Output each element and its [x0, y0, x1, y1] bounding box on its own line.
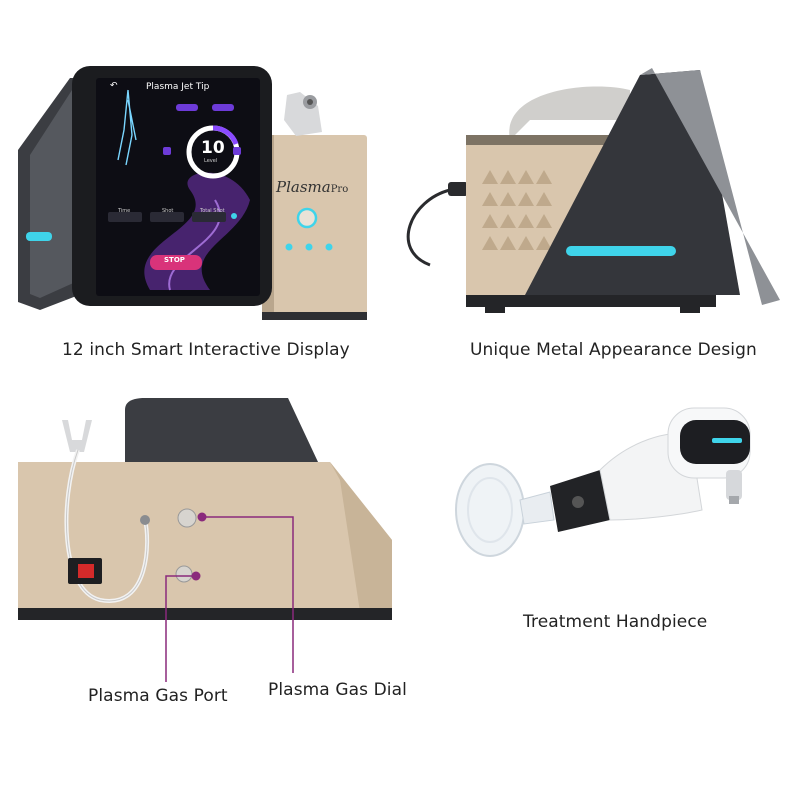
- level-label: Level: [204, 158, 218, 164]
- back-arrow-icon[interactable]: ↶: [110, 81, 118, 91]
- stat-time-label: Time: [118, 208, 131, 214]
- touchscreen: [96, 78, 260, 296]
- stat-total-label: Total Shot: [200, 208, 225, 214]
- gold-body: [262, 135, 367, 320]
- brand-suffix: Pro: [330, 184, 349, 195]
- handpiece-image: [455, 407, 751, 557]
- caption-display: 12 inch Smart Interactive Display: [62, 340, 350, 360]
- device-front-view: [18, 66, 367, 320]
- gas-dial-callout-line: [202, 516, 294, 673]
- brand-logo: PlasmaPro: [276, 178, 348, 196]
- device-back-view: [18, 398, 392, 682]
- caption-design: Unique Metal Appearance Design: [470, 340, 757, 360]
- level-value: 10: [201, 138, 225, 158]
- caption-handpiece: Treatment Handpiece: [523, 612, 708, 632]
- caption-gas-dial: Plasma Gas Dial: [268, 680, 407, 700]
- side-light-bar: [26, 232, 52, 241]
- power-button-ring: [296, 207, 318, 229]
- side-light-bar-profile: [566, 246, 676, 256]
- stop-button-shape: [150, 255, 202, 270]
- stat-shot-label: Shot: [162, 208, 174, 214]
- screen-title: Plasma Jet Tip: [146, 82, 210, 92]
- device-side-view: [406, 68, 780, 313]
- gas-port-knob: [175, 565, 193, 583]
- gas-dial-knob: [177, 508, 197, 528]
- caption-gas-port: Plasma Gas Port: [88, 686, 228, 706]
- stop-button[interactable]: STOP: [164, 256, 185, 264]
- gas-port-callout-line: [165, 575, 196, 682]
- brand-word: Plasma: [276, 178, 331, 196]
- handpiece-light-bar: [712, 438, 742, 443]
